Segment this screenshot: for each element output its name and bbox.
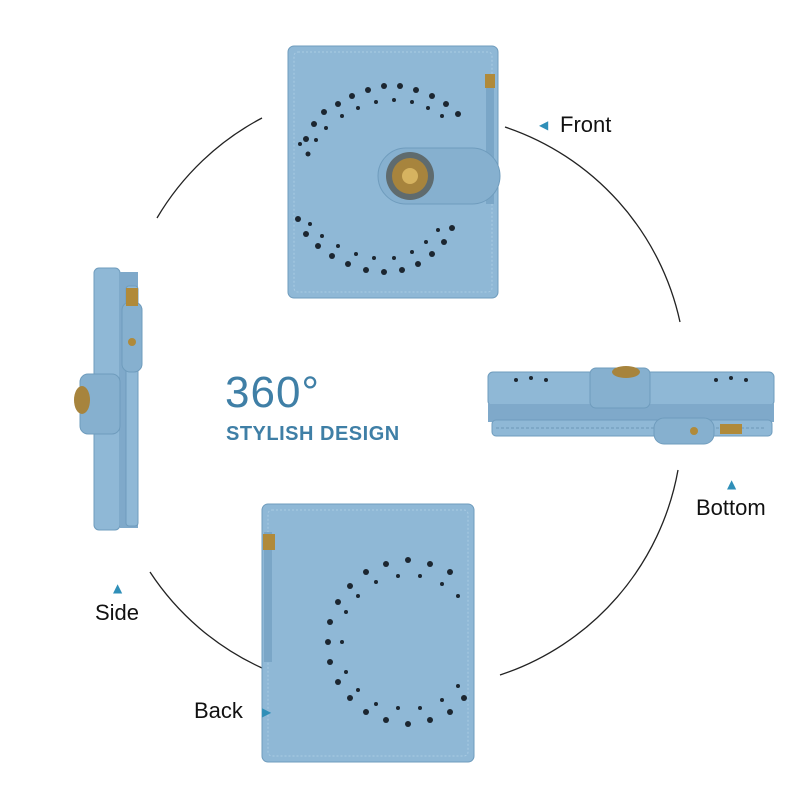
triangle-pointer-icon: ◀	[539, 118, 549, 132]
label-bottom: Bottom	[696, 495, 766, 520]
headline-subtitle: STYLISH DESIGN	[226, 423, 400, 445]
triangle-pointer-icon: ▶	[262, 705, 272, 719]
label-front: Front	[560, 112, 612, 137]
arc-top-left	[156, 117, 263, 219]
arc-top-right	[504, 126, 681, 323]
wallet-front-image	[287, 45, 501, 299]
label-back: Back	[194, 698, 243, 723]
wallet-side-image	[74, 267, 143, 531]
arc-bottom-left	[149, 571, 263, 669]
headline-number: 360°	[225, 368, 321, 417]
label-side: Side	[95, 600, 140, 625]
wallet-back-image	[261, 503, 475, 763]
triangle-pointer-icon: ▲	[113, 581, 123, 595]
wallet-bottom-image	[487, 366, 775, 445]
arc-bottom-right	[499, 469, 679, 676]
triangle-pointer-icon: ▲	[727, 477, 737, 491]
